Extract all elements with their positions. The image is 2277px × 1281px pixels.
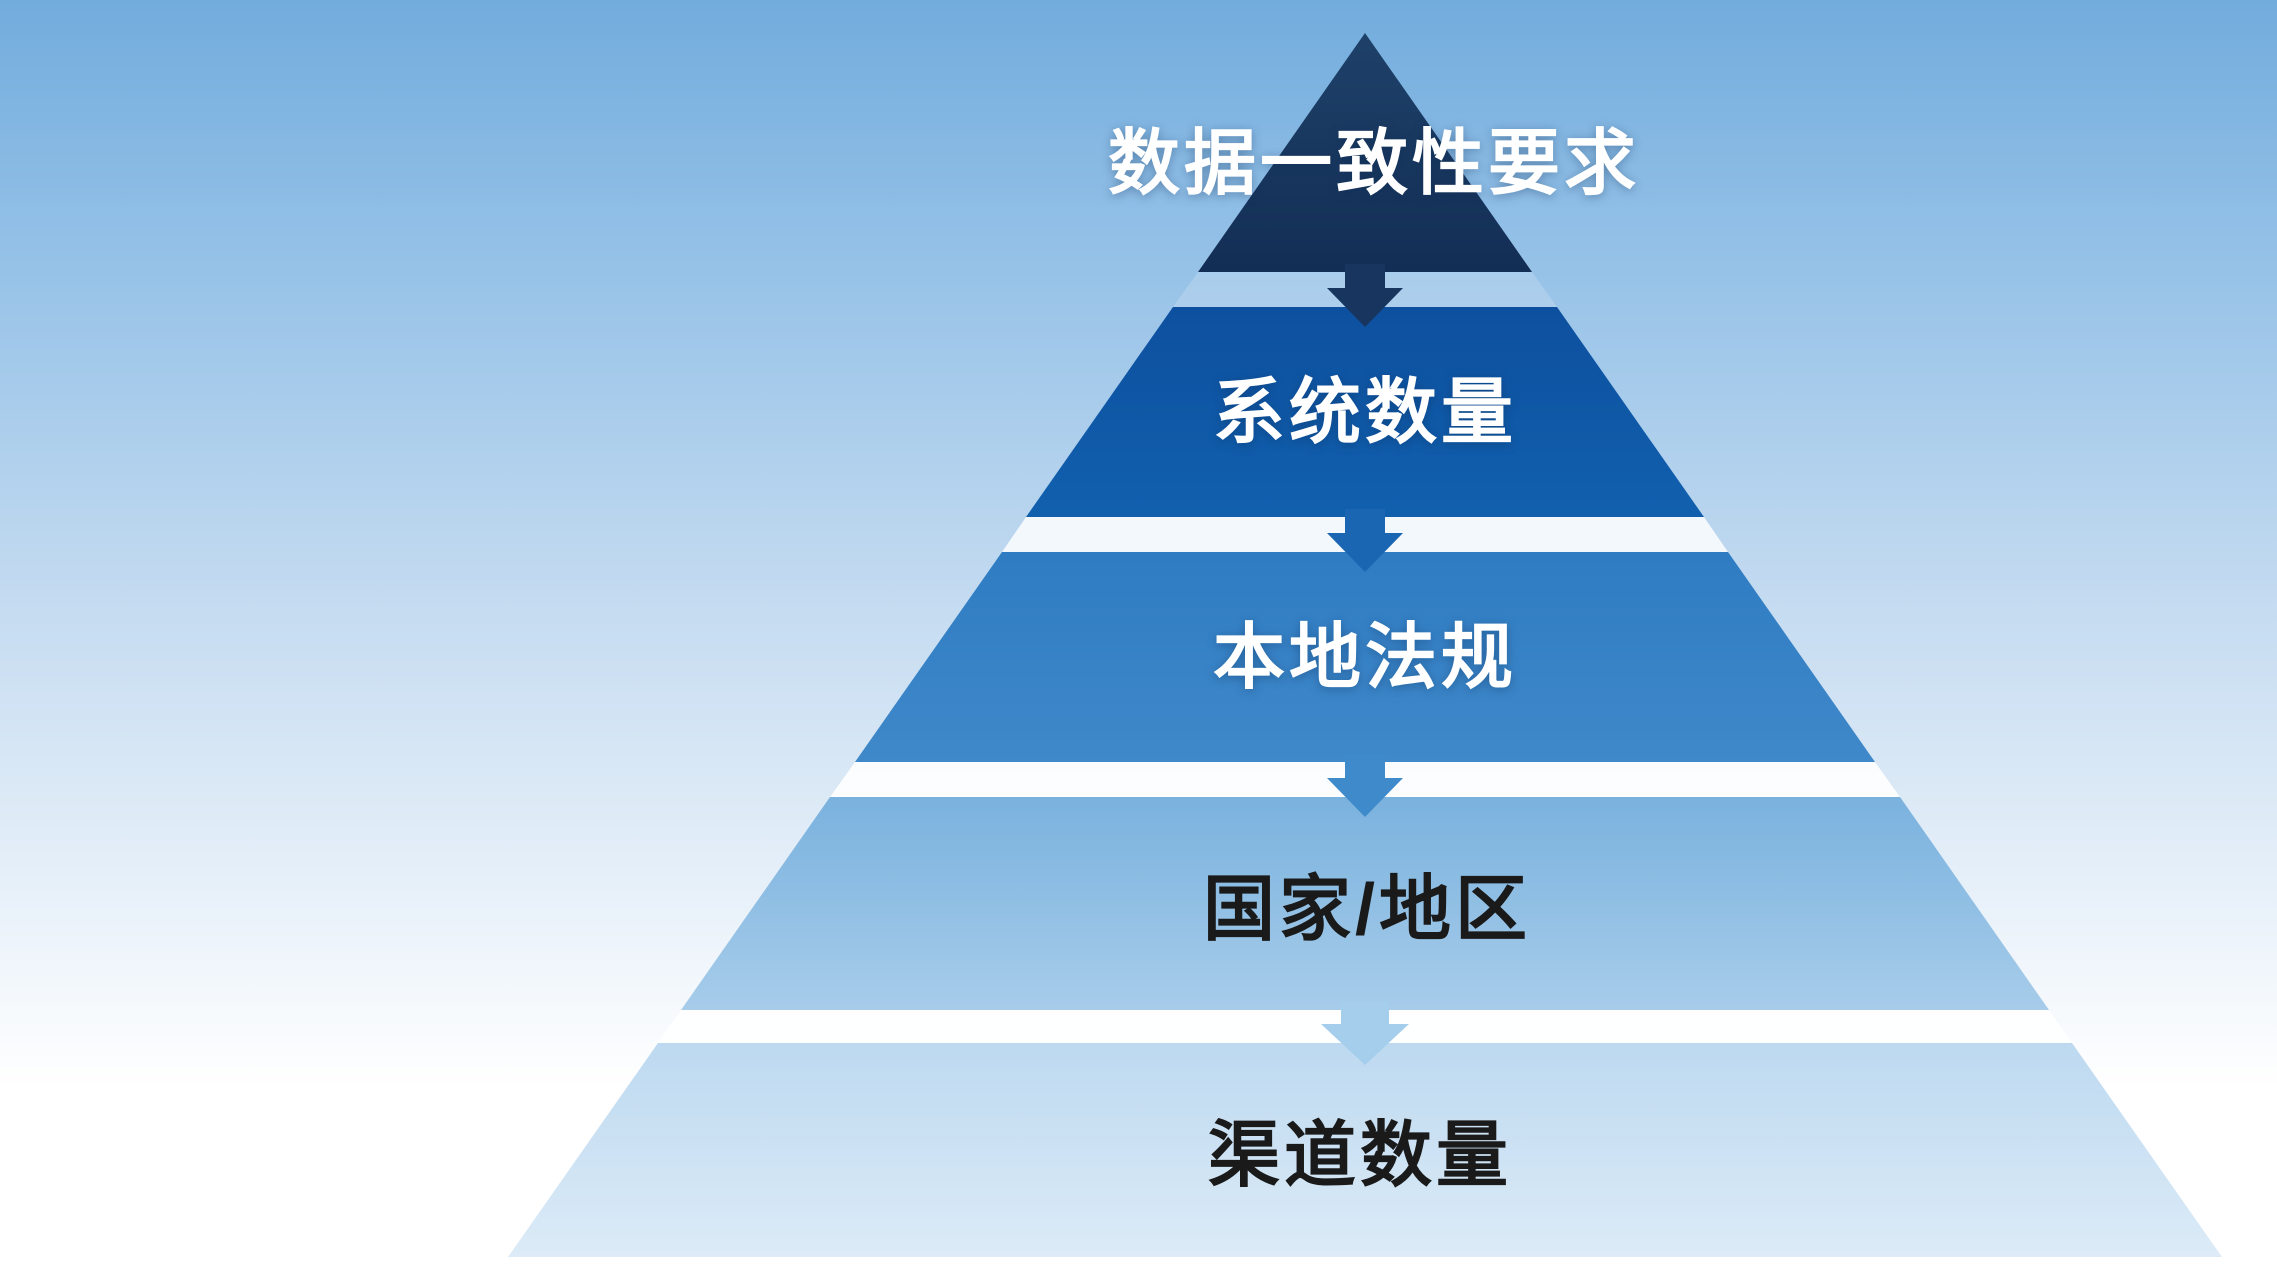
pyramid-level-5-label: 渠道数量 [1208, 1116, 1512, 1196]
pyramid-level-5-shape [508, 1043, 2222, 1257]
pyramid-level-3-label: 本地法规 [1213, 618, 1517, 698]
pyramid-level-2-shape [1026, 307, 1704, 517]
down-arrow-3 [1327, 754, 1403, 817]
pyramid-level-1-shape [1198, 33, 1532, 272]
pyramid-level-4-shape [681, 797, 2049, 1010]
down-arrow-4 [1321, 1002, 1409, 1065]
pyramid-level-3-shape [855, 552, 1875, 762]
pyramid-level-1-label: 数据一致性要求 [1108, 124, 1640, 204]
down-arrow-2 [1327, 509, 1403, 572]
pyramid-level-4-label: 国家/地区 [1203, 870, 1531, 950]
down-arrow-1 [1327, 264, 1403, 327]
pyramid-level-2-label: 系统数量 [1213, 373, 1517, 453]
